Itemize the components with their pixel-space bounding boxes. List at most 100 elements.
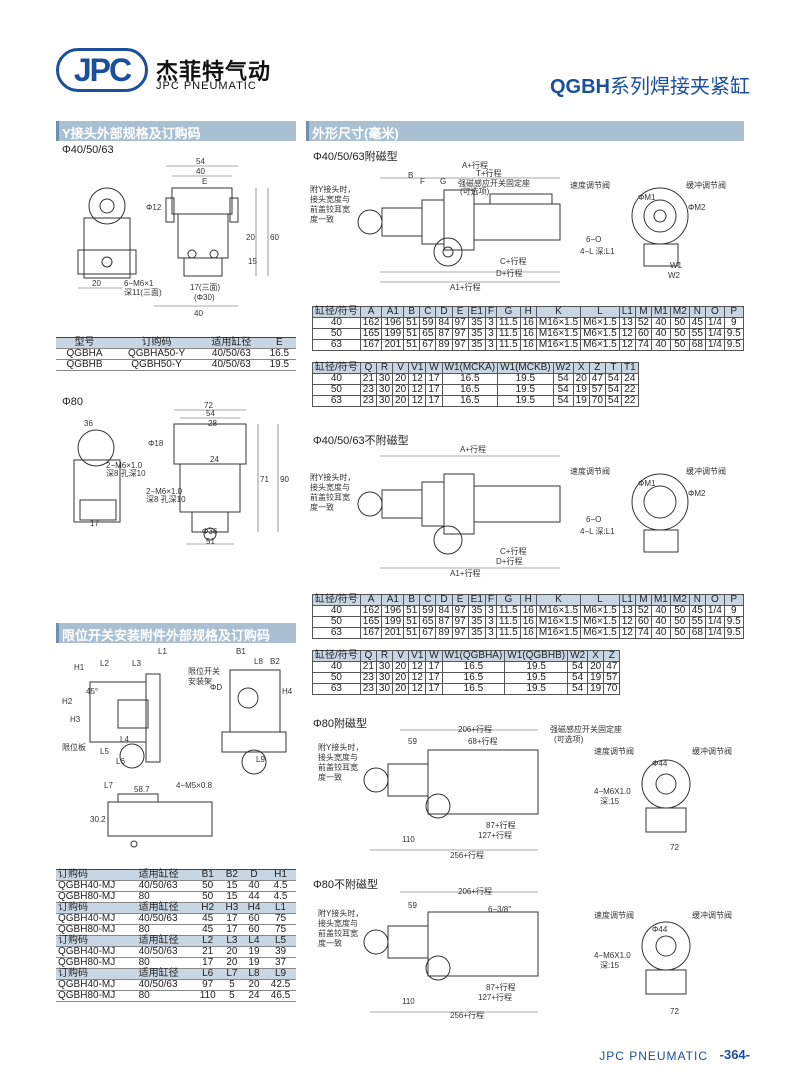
table-cell: 54: [567, 661, 589, 673]
svg-text:深8 孔深10: 深8 孔深10: [146, 495, 186, 504]
table-header-cell: W1(MCKB): [497, 362, 554, 374]
table-cell: 199: [381, 616, 405, 628]
svg-text:17: 17: [90, 519, 99, 528]
table-header-cell: E: [451, 594, 469, 606]
svg-text:110: 110: [402, 835, 415, 844]
table-cell: 19: [587, 672, 605, 684]
table-cell: 67: [419, 339, 437, 351]
table-cell: 47: [603, 661, 621, 673]
table-cell: 167: [359, 339, 383, 351]
table-cell: 15: [220, 880, 243, 892]
table-cell: 65: [419, 616, 437, 628]
table-header-cell: M2: [669, 306, 690, 318]
table-cell: 50: [194, 880, 221, 892]
table-cell: 60: [634, 328, 652, 340]
svg-text:4−M6X1.0: 4−M6X1.0: [594, 951, 631, 960]
table-header-cell: A1: [381, 594, 405, 606]
svg-text:接头宽度与: 接头宽度与: [318, 752, 358, 762]
table-cell: 19: [587, 683, 605, 695]
svg-text:90: 90: [280, 475, 289, 484]
table-cell: 12: [408, 672, 427, 684]
table-cell: 12: [618, 339, 636, 351]
svg-text:60: 60: [270, 233, 279, 242]
y-joint-table: 型号 订购码 适用缸径 E QGBHA QGBHA50-Y 40/50/63 1…: [56, 337, 296, 371]
svg-text:缓冲调节阀: 缓冲调节阀: [692, 746, 732, 756]
table-cell: 40: [312, 317, 361, 329]
table-cell: 17: [194, 957, 221, 969]
table-cell: 35: [467, 328, 486, 340]
table-cell: M16×1.5: [535, 616, 582, 628]
svg-text:20: 20: [246, 233, 255, 242]
table-cell: 16.5: [441, 395, 499, 407]
svg-text:Φ12: Φ12: [146, 203, 162, 212]
table-cell: 97: [194, 979, 221, 991]
table-header-cell: N: [688, 306, 706, 318]
series-title: QGBH系列焊接夹紧缸: [550, 70, 750, 99]
table-cell: 20: [220, 957, 243, 969]
table-cell: 54: [552, 395, 574, 407]
jpc-logo: JPC: [56, 48, 148, 92]
svg-text:深8 孔深10: 深8 孔深10: [106, 469, 146, 478]
y-cell: 40/50/63: [200, 359, 263, 371]
svg-text:(可选项): (可选项): [460, 186, 490, 196]
svg-text:L3: L3: [132, 659, 141, 668]
table-header-cell: L4: [242, 935, 266, 947]
table-cell: 162: [359, 317, 383, 329]
table-header-cell: W1(MCKA): [441, 362, 499, 374]
table-cell: 50: [669, 339, 690, 351]
table-cell: 35: [467, 339, 486, 351]
table-cell: 51: [403, 616, 421, 628]
table-cell: 3: [484, 339, 498, 351]
table-cell: 16: [519, 339, 537, 351]
table-cell: 55: [688, 616, 706, 628]
table-cell: 19: [242, 946, 266, 958]
table-cell: M16×1.5: [535, 339, 582, 351]
table-header-cell: Z: [588, 362, 606, 374]
table-header-cell: W: [425, 362, 443, 374]
table-cell: 5: [220, 979, 243, 991]
table-header-cell: H3: [220, 902, 243, 914]
svg-text:256+行程: 256+行程: [450, 850, 484, 860]
table-cell: 97: [451, 605, 469, 617]
table-header-cell: P: [723, 594, 744, 606]
table-cell: 45: [194, 913, 221, 925]
table-cell: 45: [688, 317, 706, 329]
table-header-cell: V: [392, 362, 410, 374]
table-cell: 52: [634, 605, 652, 617]
svg-text:H2: H2: [62, 697, 73, 706]
table-cell: 165: [359, 328, 383, 340]
svg-text:A1+行程: A1+行程: [450, 568, 480, 578]
table-header-cell: B1: [194, 869, 221, 881]
table-cell: 50: [669, 605, 690, 617]
table-cell: 45: [688, 605, 706, 617]
svg-text:L7: L7: [104, 781, 113, 790]
table-header-cell: A1: [381, 306, 405, 318]
table-cell: QGBH40-MJ: [56, 880, 137, 892]
table-cell: 20: [392, 373, 410, 385]
table-cell: 30: [375, 384, 394, 396]
table-header-cell: D: [435, 306, 453, 318]
table-cell: 59: [419, 605, 437, 617]
svg-text:缓冲调节阀: 缓冲调节阀: [686, 466, 726, 476]
table-cell: M6×1.5: [580, 339, 620, 351]
svg-text:ΦD: ΦD: [210, 683, 222, 692]
table-cell: 196: [381, 317, 405, 329]
table-header-cell: F: [484, 594, 498, 606]
table-cell: QGBH40-MJ: [56, 979, 137, 991]
svg-text:接头宽度与: 接头宽度与: [310, 194, 350, 204]
svg-text:H3: H3: [70, 715, 81, 724]
table-cell: 40/50/63: [136, 880, 195, 892]
table-cell: 16.5: [441, 384, 499, 396]
svg-text:110: 110: [402, 997, 415, 1006]
table-header-cell: K: [535, 594, 582, 606]
table-cell: 17: [220, 924, 243, 936]
svg-text:D+行程: D+行程: [496, 556, 522, 566]
